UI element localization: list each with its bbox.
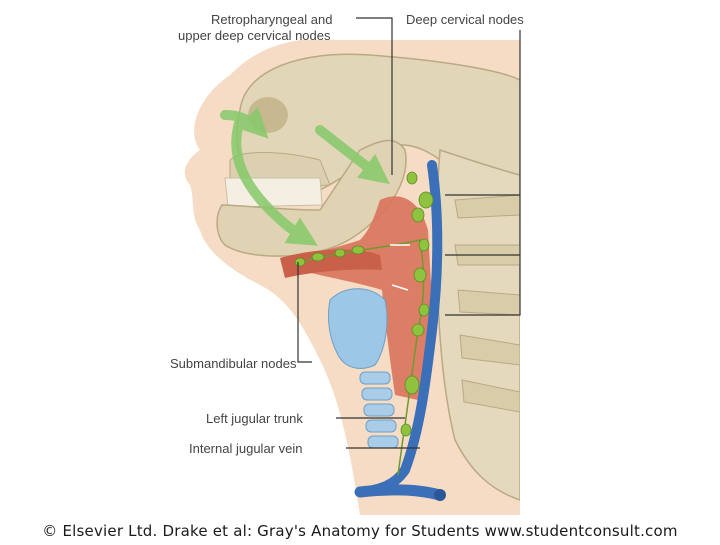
neck-muscles — [285, 196, 432, 400]
label-retropharyngeal-line1: Retropharyngeal and — [211, 12, 333, 27]
label-submandibular-nodes: Submandibular nodes — [170, 356, 297, 371]
label-deep-cervical-nodes: Deep cervical nodes — [406, 12, 524, 27]
small-drainage-arrows — [390, 244, 410, 291]
lymph-nodes — [294, 171, 434, 437]
label-internal-jugular-vein: Internal jugular vein — [189, 441, 303, 456]
internal-jugular-vein — [355, 160, 443, 497]
leader-submandibular — [297, 262, 312, 363]
label-retropharyngeal-line2: upper deep cervical nodes — [178, 28, 331, 43]
subclavian-vein-end — [434, 489, 446, 501]
trachea — [359, 371, 399, 449]
leader-lines — [297, 17, 521, 449]
teeth — [224, 177, 323, 208]
subclavian-vein — [354, 484, 446, 501]
thyroid-cartilage — [327, 288, 388, 369]
digastric-muscle — [280, 249, 382, 278]
leader-retropharyngeal — [356, 17, 393, 175]
copyright-credit: © Elsevier Ltd. Drake et al: Gray's Anat… — [42, 522, 678, 540]
vertebra-processes — [454, 194, 520, 413]
leader-deep-cervical-h2 — [445, 254, 521, 316]
label-left-jugular-trunk: Left jugular trunk — [206, 411, 303, 426]
drainage-arrows — [220, 106, 390, 246]
